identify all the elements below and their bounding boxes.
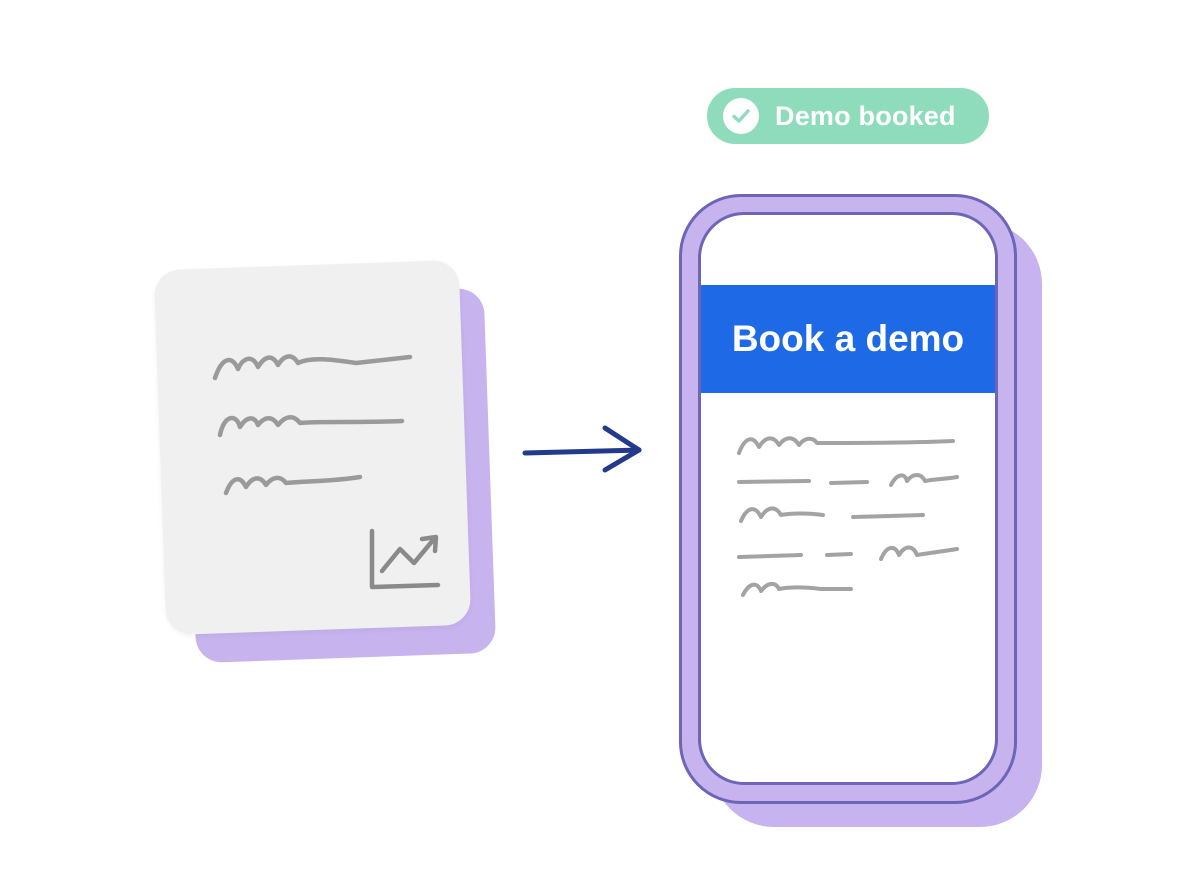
phone-scribble-2b (829, 480, 869, 485)
badge-label: Demo booked (775, 100, 956, 131)
phone-screen: Book a demo (698, 212, 998, 785)
phone-text-scribbles (737, 436, 959, 597)
book-demo-label: Book a demo (731, 318, 965, 359)
demo-booked-badge: Demo booked (707, 88, 989, 144)
phone-scribble-4b (825, 552, 853, 557)
phone-scribble-4a (737, 553, 803, 559)
trend-chart-icon (369, 528, 441, 590)
phone-scribble-5 (741, 582, 853, 597)
phone-scribble-3a (739, 506, 825, 523)
phone-scribble-2a (737, 479, 811, 484)
phone-scribble-3b (851, 513, 925, 519)
document-card (153, 259, 500, 665)
document-scribbles (212, 354, 441, 590)
scribble-line-1 (212, 354, 413, 381)
phone-scribble-1 (737, 436, 955, 455)
book-demo-banner[interactable]: Book a demo (701, 285, 995, 393)
phone-scribble-4c (879, 545, 959, 561)
scribble-line-3 (223, 474, 363, 496)
scribble-line-2 (217, 415, 405, 438)
arrow-right-icon (522, 425, 642, 473)
phone-scribble-2c (889, 473, 959, 487)
check-icon (723, 98, 759, 134)
